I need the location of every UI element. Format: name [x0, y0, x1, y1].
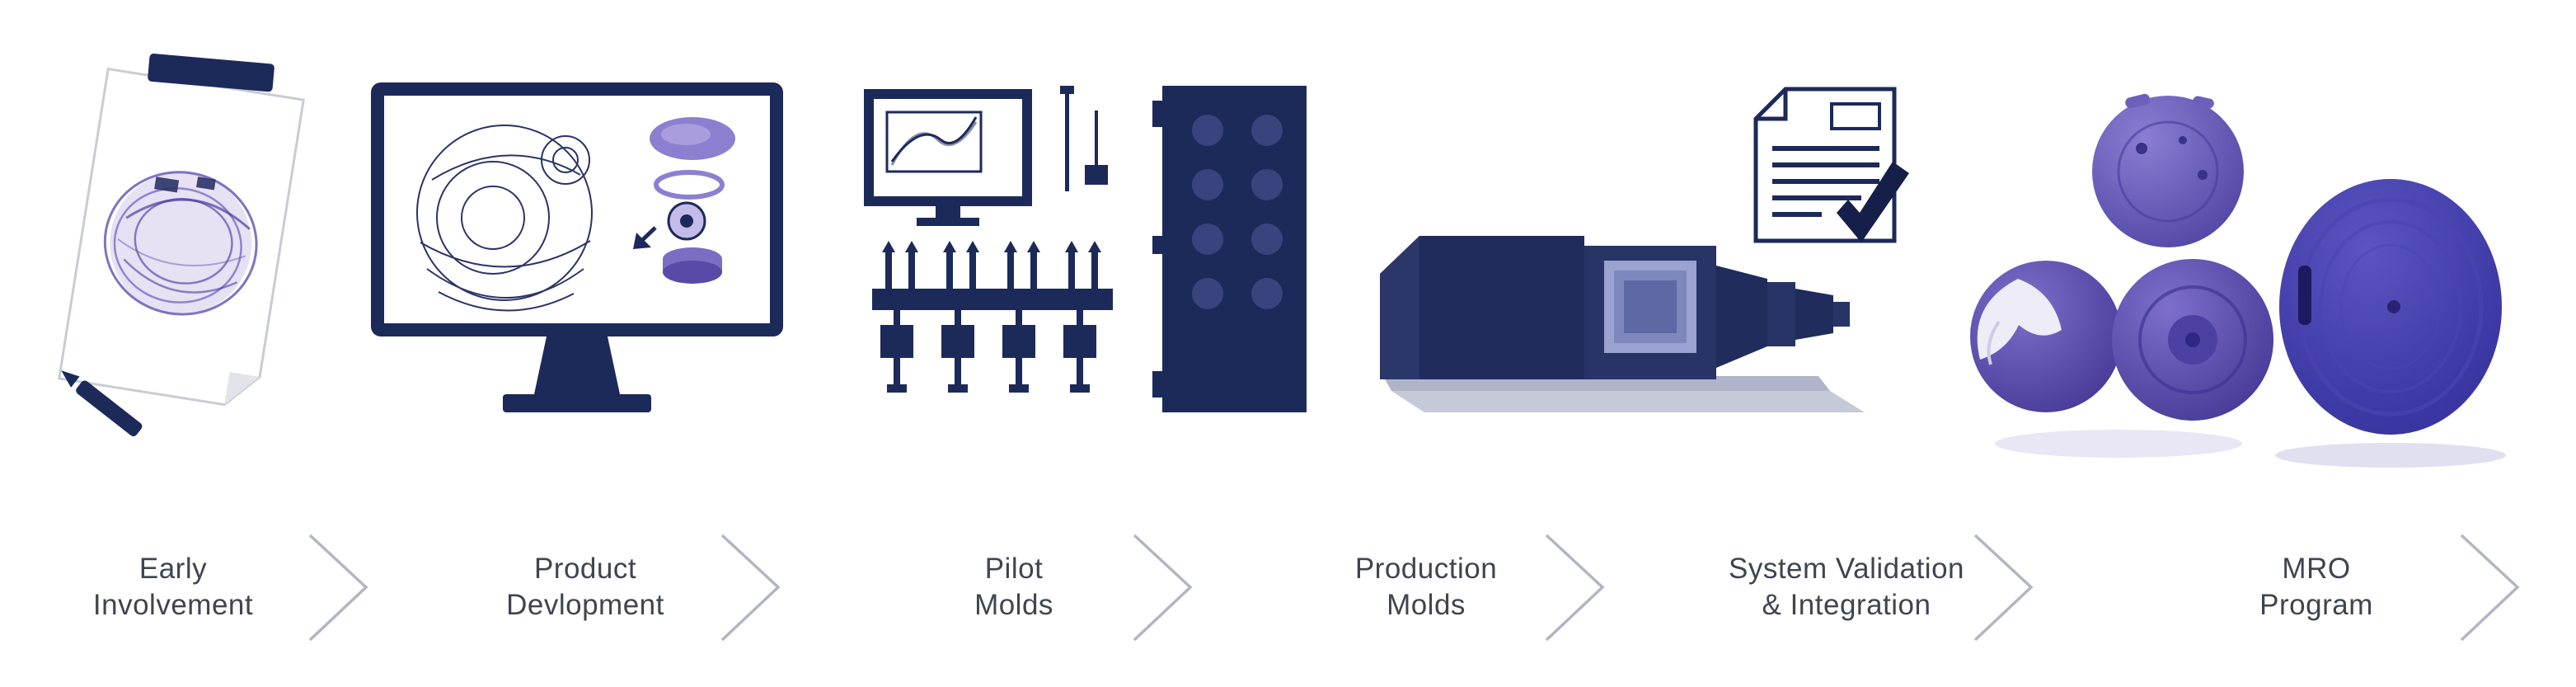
test-monitor [864, 89, 1032, 226]
stage-label-line2: Molds [974, 589, 1053, 621]
stage-label-pilot-molds: Pilot Molds [890, 551, 1138, 623]
stage-label-line1: Pilot [984, 553, 1044, 585]
stage-label-line1: MRO [2282, 553, 2351, 585]
sketch-paper-icon [49, 33, 313, 449]
stage-label-line1: System Validation [1728, 553, 1965, 585]
chevron-right-icon [1973, 534, 2034, 642]
machine-nozzle [1833, 302, 1850, 327]
pilot-molds-icon [857, 82, 1319, 425]
stage-label-early-involvement: Early Involvement [49, 551, 297, 623]
pencil-icon [61, 370, 143, 437]
chevron-right-icon [720, 534, 781, 642]
stage-label-line2: Molds [1387, 589, 1466, 621]
stage-label-system-validation: System Validation & Integration [1661, 551, 2032, 623]
product-shell-left [1970, 261, 2122, 412]
document-sheet [1753, 87, 1897, 243]
molding-machine-icon [1368, 223, 1896, 433]
validation-document-icon [1739, 82, 1912, 276]
monitor-stand [534, 336, 620, 394]
product-lid [2092, 93, 2244, 247]
stage-label-production-molds: Production Molds [1261, 551, 1591, 623]
chevron-right-icon [2460, 534, 2520, 642]
stage-label-product-development: Product Devlopment [462, 551, 709, 623]
chevron-right-icon [1545, 534, 1605, 642]
product-reflections [1995, 430, 2506, 468]
stage-label-line1: Product [533, 553, 637, 585]
stage-label-line1: Production [1354, 553, 1498, 585]
cad-wireframe-drawing [416, 125, 593, 312]
stage-label-line2: Involvement [92, 589, 254, 621]
sketch-paper-sheet [58, 54, 305, 407]
machine-base [1383, 376, 1865, 412]
molded-products-icon [1921, 74, 2531, 491]
stage-label-line1: Early [138, 553, 208, 585]
chevron-right-icon [1133, 534, 1193, 642]
chevron-right-icon [308, 534, 368, 642]
product-shell-right [2112, 259, 2273, 421]
product-sketch [103, 171, 258, 316]
checkmark-icon [1837, 162, 1909, 242]
hot-runner-manifold [872, 241, 1113, 393]
exploded-parts-view [633, 117, 735, 284]
mold-block [1152, 86, 1307, 412]
cad-monitor-icon [371, 82, 783, 425]
stage-label-line2: Program [2259, 589, 2373, 621]
stage-label-line2: Devlopment [506, 589, 664, 621]
stage-label-line2: & Integration [1762, 589, 1931, 621]
stage-label-mro-program: MRO Program [2193, 551, 2440, 623]
paper-clip [148, 54, 274, 92]
finished-device [2279, 179, 2502, 435]
machine-body [1380, 236, 1850, 379]
probe-instruments [1060, 86, 1108, 191]
